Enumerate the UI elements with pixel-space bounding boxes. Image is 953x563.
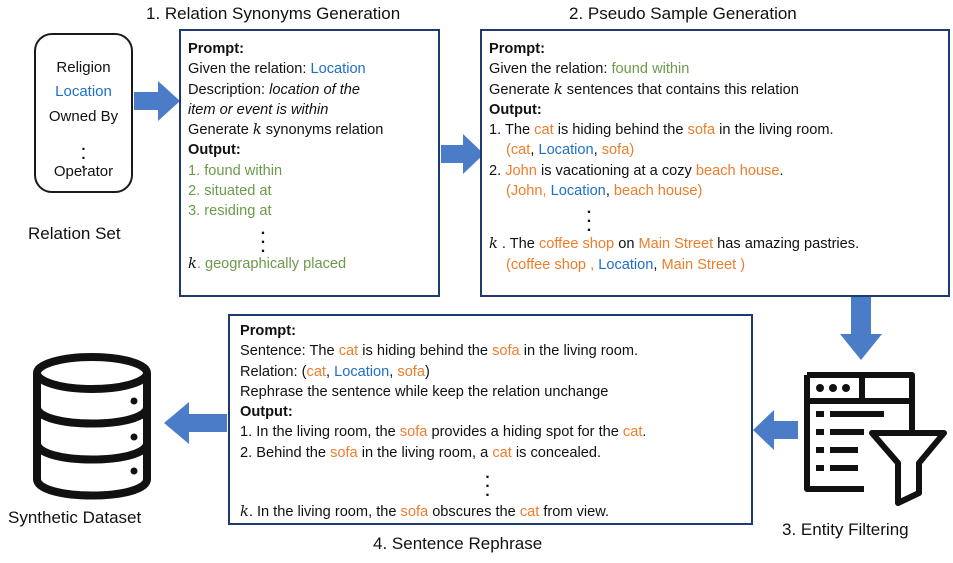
- sample-triple-last: (coffee shop , Location, Main Street ): [506, 256, 746, 273]
- sample-sentence: 1. The cat is hiding behind the sofa in …: [489, 122, 834, 139]
- arrow-down-icon: [840, 296, 882, 360]
- description-line: Description: location of the: [188, 81, 360, 98]
- sample-triple: (John, Location, beach house): [506, 183, 703, 200]
- relation-set-box: Religion Location Owned By ... Operator: [34, 33, 133, 193]
- output-label: Output:: [240, 404, 293, 421]
- output-label: Output:: [489, 101, 542, 118]
- synonym-item: 2. situated at: [188, 183, 272, 200]
- database-icon: [33, 353, 151, 500]
- synonym-item: 3. residing at: [188, 203, 272, 220]
- relation-item: Location: [55, 83, 112, 100]
- prompt-label: Prompt:: [188, 41, 244, 57]
- arrow-right-icon: [134, 81, 180, 121]
- arrow-right-icon: [441, 134, 484, 174]
- rephrased-sentence: 2. Behind the sofa in the living room, a…: [240, 444, 602, 461]
- step3-caption: 3. Entity Filtering: [782, 520, 909, 539]
- step2-box: Prompt: Given the relation: found within…: [480, 29, 950, 297]
- rephrase-instruction: Rephrase the sentence while keep the rel…: [240, 383, 609, 400]
- generate-line: Generate k synonyms relation: [188, 121, 384, 139]
- step4-box: Prompt: Sentence: The cat is hiding behi…: [228, 314, 753, 525]
- rephrased-sentence: 1. In the living room, the sofa provides…: [240, 424, 647, 441]
- prompt-label: Prompt:: [240, 323, 296, 339]
- rephrased-sentence-last: k. In the living room, the sofa obscures…: [240, 503, 610, 521]
- relation-item: Operator: [53, 163, 114, 180]
- dataset-caption: Synthetic Dataset: [8, 508, 142, 527]
- sample-triple: (cat, Location, sofa): [506, 142, 635, 159]
- sample-sentence: 2. John is vacationing at a cozy beach h…: [489, 162, 784, 179]
- arrow-left-icon: [753, 410, 798, 450]
- relation-item: Owned By: [48, 108, 119, 125]
- vertical-ellipsis-icon: ...: [260, 220, 266, 256]
- generate-line: Generate k sentences that contains this …: [489, 80, 799, 98]
- synonym-item-last: k. geographically placed: [188, 254, 347, 272]
- vertical-ellipsis-icon: ...: [81, 137, 86, 172]
- step1-box: Prompt: Given the relation: Location Des…: [179, 29, 440, 297]
- input-relation: Relation: (cat, Location, sofa): [240, 363, 430, 380]
- step2-title: 2. Pseudo Sample Generation: [569, 4, 797, 23]
- vertical-ellipsis-icon: ...: [586, 200, 592, 236]
- arrow-left-icon: [164, 402, 227, 444]
- vertical-ellipsis-icon: ...: [485, 465, 490, 501]
- relation-set-caption: Relation Set: [28, 224, 121, 243]
- step4-title: 4. Sentence Rephrase: [373, 534, 543, 553]
- relation-item: Religion: [56, 59, 111, 76]
- given-relation-line: Given the relation: found within: [489, 61, 690, 78]
- synonym-item: 1. found within: [188, 162, 283, 179]
- prompt-label: Prompt:: [489, 41, 545, 57]
- step1-title: 1. Relation Synonyms Generation: [146, 4, 401, 23]
- input-sentence: Sentence: The cat is hiding behind the s…: [240, 343, 639, 360]
- given-relation-line: Given the relation: Location: [188, 61, 366, 78]
- description-cont: item or event is within: [188, 101, 329, 118]
- entity-filter-icon: [804, 372, 947, 506]
- output-label: Output:: [188, 142, 241, 159]
- sample-sentence-last: k . The coffee shop on Main Street has a…: [489, 235, 860, 253]
